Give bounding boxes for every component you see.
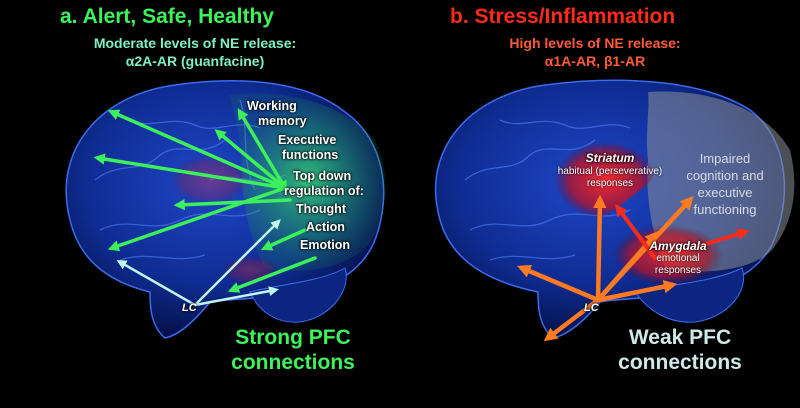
- panel-a-title: a. Alert, Safe, Healthy: [60, 5, 274, 28]
- label-top-down-2: regulation of:: [284, 184, 364, 198]
- label-striatum-desc-2: responses: [586, 178, 634, 189]
- label-top-down-1: Top down: [293, 169, 352, 183]
- label-striatum-desc-1: habitual (perseverative): [557, 166, 663, 177]
- label-thought: Thought: [296, 202, 346, 216]
- panel-b-subtitle-2: α1A-AR, β1-AR: [544, 53, 646, 69]
- label-amygdala: Amygdala: [649, 239, 707, 253]
- label-executive-2: functions: [282, 148, 339, 162]
- label-executive-1: Executive: [278, 133, 337, 147]
- panel-a-footer-2: connections: [231, 351, 355, 374]
- panel-b-footer-2: connections: [618, 351, 742, 374]
- label-impaired-4: functioning: [693, 202, 757, 217]
- panel-a-subtitle-2: α2A-AR (guanfacine): [125, 53, 265, 69]
- label-striatum: Striatum: [585, 151, 635, 165]
- label-working-memory-1: Working: [247, 99, 297, 113]
- panel-a-subtitle-1: Moderate levels of NE release:: [93, 35, 297, 51]
- label-amygdala-desc-1: emotional: [656, 253, 700, 264]
- label-lc-b: LC: [584, 302, 599, 314]
- label-action: Action: [306, 220, 345, 234]
- label-lc-a: LC: [182, 302, 197, 314]
- label-working-memory-2: memory: [258, 114, 307, 128]
- panel-b-subtitle-1: High levels of NE release:: [509, 35, 681, 51]
- label-impaired-2: cognition and: [686, 168, 764, 183]
- label-amygdala-desc-2: responses: [654, 265, 702, 276]
- label-impaired-1: Impaired: [699, 151, 751, 166]
- label-impaired-3: executive: [697, 185, 753, 200]
- panel-a-footer-1: Strong PFC: [235, 326, 351, 349]
- brain-a: [65, 80, 386, 339]
- label-emotion: Emotion: [300, 238, 350, 252]
- brain-b: [434, 79, 795, 342]
- panel-b-title: b. Stress/Inflammation: [450, 5, 676, 28]
- panel-b-footer-1: Weak PFC: [628, 326, 732, 349]
